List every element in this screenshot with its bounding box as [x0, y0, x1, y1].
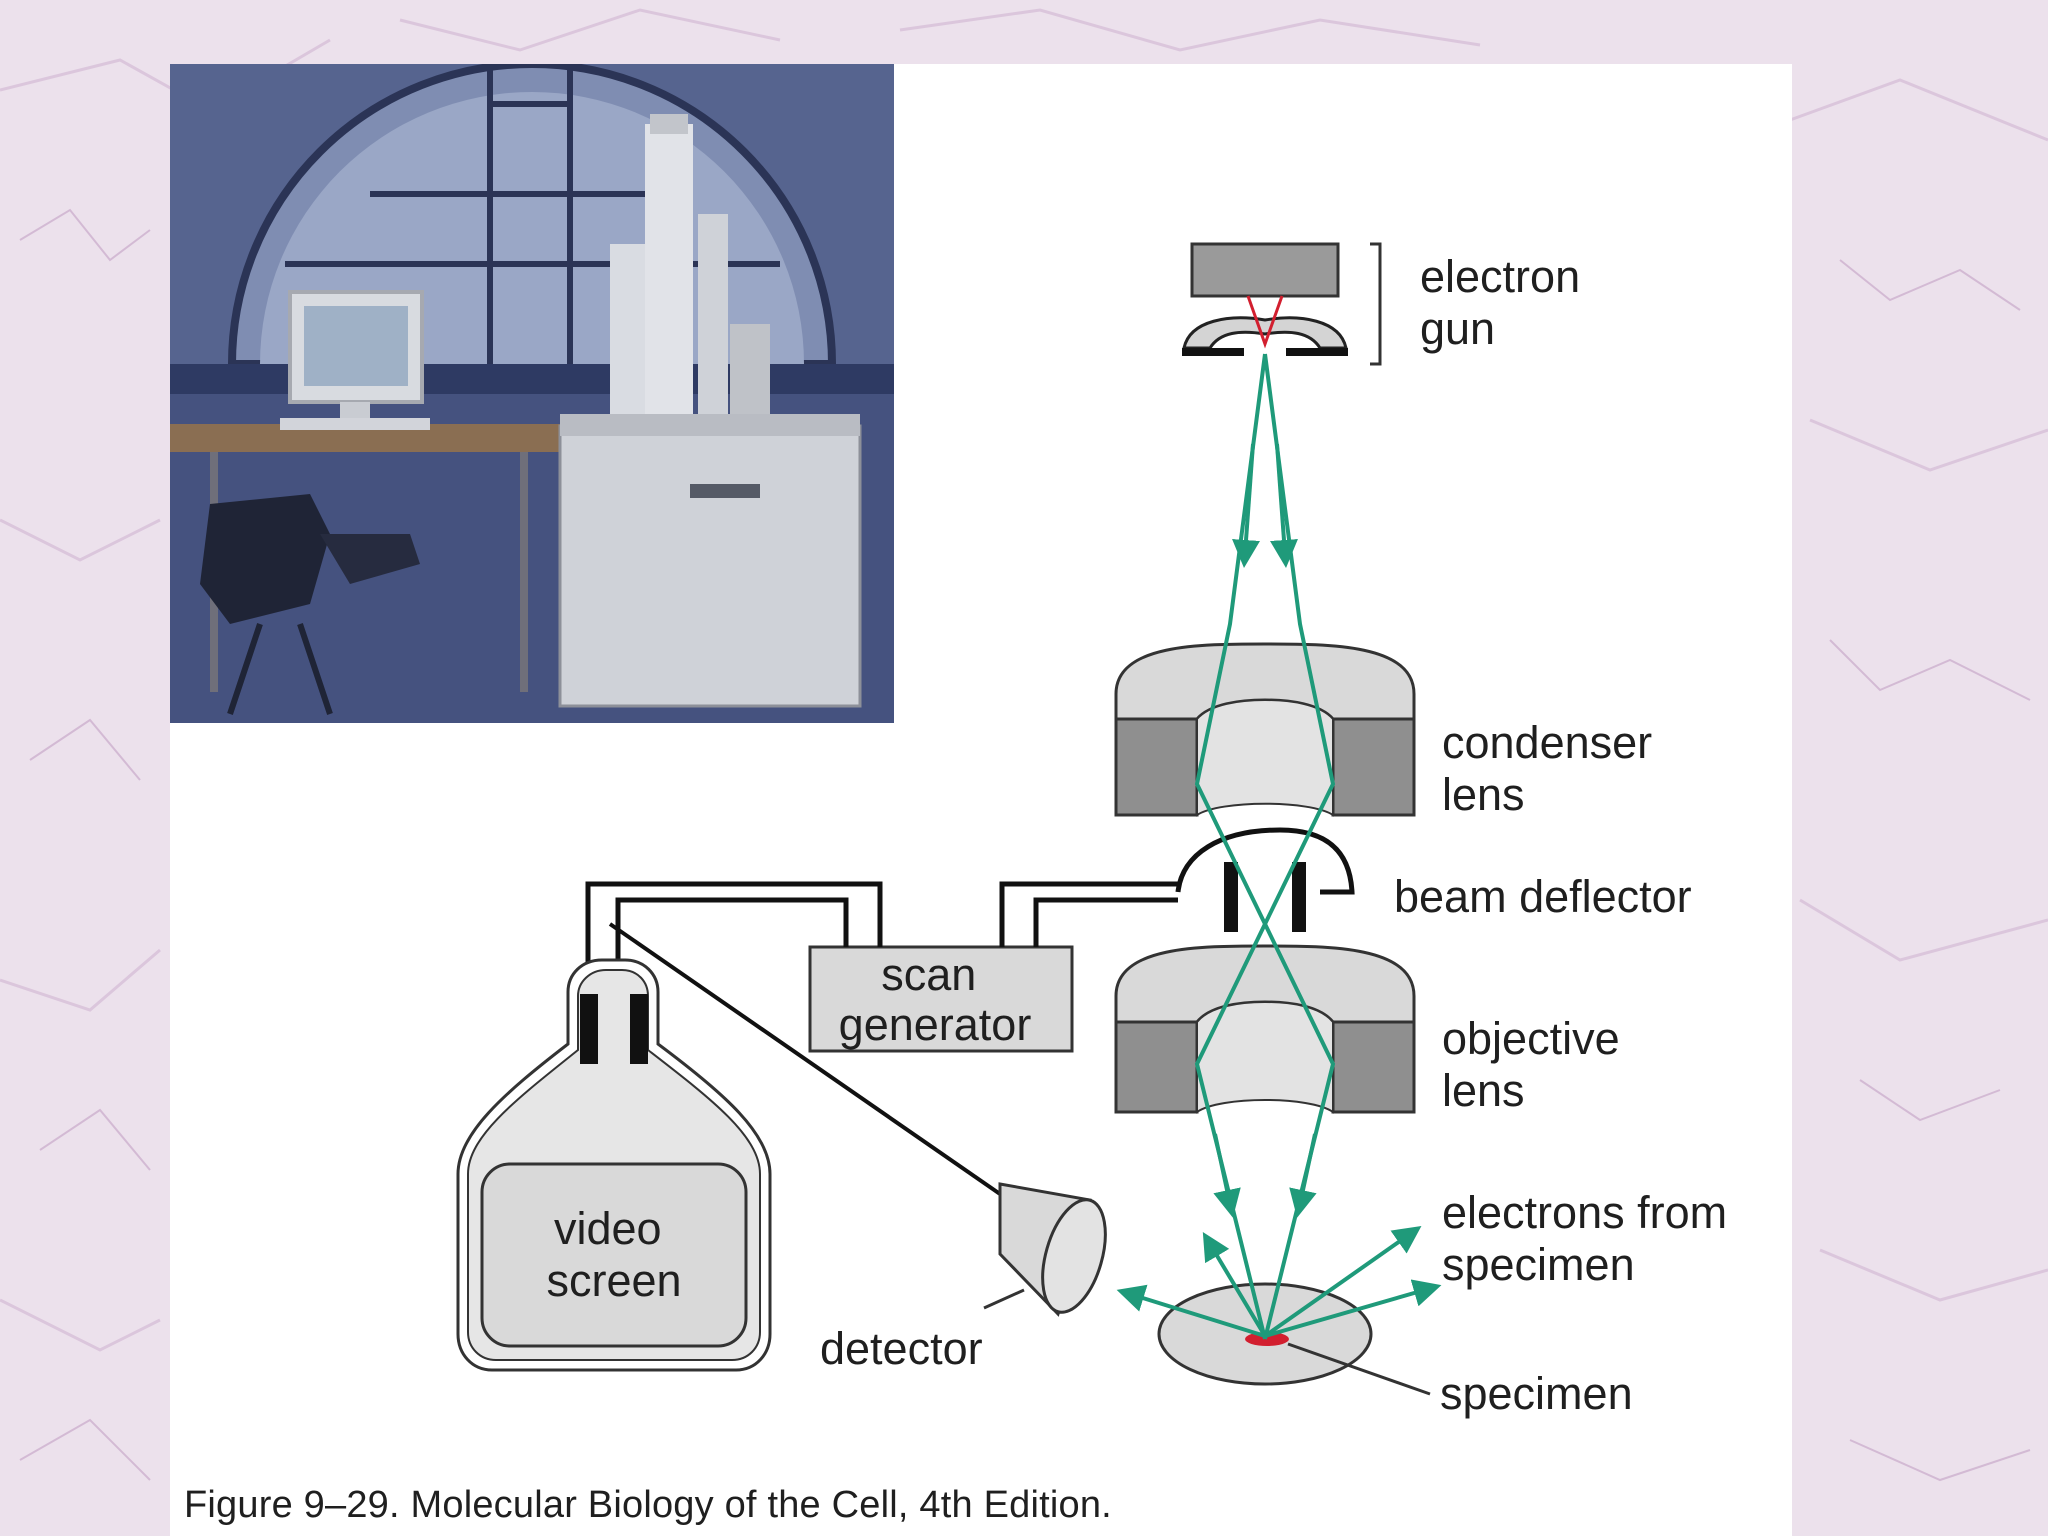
figure-panel: electron gun condenser lens beam deflect… — [170, 64, 1792, 1536]
label-electron-gun-line2: gun — [1420, 303, 1495, 354]
sem-schematic: electron gun condenser lens beam deflect… — [170, 64, 1792, 1536]
label-video-screen-line1: video — [554, 1203, 662, 1254]
label-condenser-lens: condenser lens — [1442, 717, 1665, 820]
electron-beam — [1130, 354, 1428, 1339]
electron-gun — [1182, 244, 1380, 364]
label-specimen: specimen — [1440, 1368, 1633, 1419]
label-electron-gun-line1: electron — [1420, 251, 1580, 302]
label-objective-lens-line1: objective — [1442, 1013, 1620, 1064]
label-scan-generator-line1: scan — [881, 949, 976, 1000]
label-electrons-from-specimen-line1: electrons from — [1442, 1187, 1727, 1238]
label-electron-gun: electron gun — [1420, 251, 1593, 354]
label-video-screen: video screen — [546, 1203, 681, 1306]
condenser-lens — [1116, 644, 1414, 815]
label-electrons-from-specimen-line2: specimen — [1442, 1239, 1635, 1290]
label-condenser-lens-line1: condenser — [1442, 717, 1652, 768]
beam-deflector — [1178, 830, 1352, 932]
label-condenser-lens-line2: lens — [1442, 769, 1525, 820]
label-electrons-from-specimen: electrons from specimen — [1442, 1187, 1740, 1290]
figure-caption: Figure 9–29. Molecular Biology of the Ce… — [184, 1484, 1112, 1527]
label-detector: detector — [820, 1323, 983, 1374]
label-scan-generator-line2: generator — [839, 999, 1032, 1050]
label-video-screen-line2: screen — [546, 1255, 681, 1306]
objective-lens — [1116, 946, 1414, 1112]
video-screen — [458, 960, 770, 1370]
label-beam-deflector: beam deflector — [1394, 871, 1692, 922]
label-objective-lens: objective lens — [1442, 1013, 1632, 1116]
label-objective-lens-line2: lens — [1442, 1065, 1525, 1116]
